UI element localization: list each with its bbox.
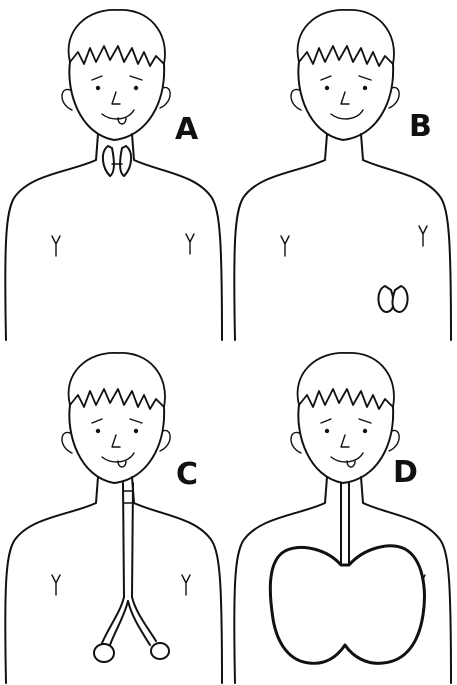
panel-label: D xyxy=(393,458,418,488)
panel-b: B xyxy=(229,0,457,342)
adrenal-glands xyxy=(378,286,407,312)
panel-c: C xyxy=(0,343,228,685)
panel-d: D xyxy=(229,343,457,685)
boy-figure xyxy=(229,0,457,342)
boy-outline xyxy=(5,353,222,683)
boy-figure xyxy=(0,343,228,685)
thyroid-gland xyxy=(103,146,131,176)
panel-label: C xyxy=(176,460,198,490)
boy-figure xyxy=(0,0,228,342)
panel-label: B xyxy=(409,112,432,142)
trachea-bronchi xyxy=(94,483,169,662)
panel-a: A xyxy=(0,0,228,342)
lungs xyxy=(270,483,424,663)
boy-figure xyxy=(229,343,457,685)
boy-outline xyxy=(5,10,222,340)
panel-label: A xyxy=(175,115,198,145)
boy-outline xyxy=(234,10,451,340)
